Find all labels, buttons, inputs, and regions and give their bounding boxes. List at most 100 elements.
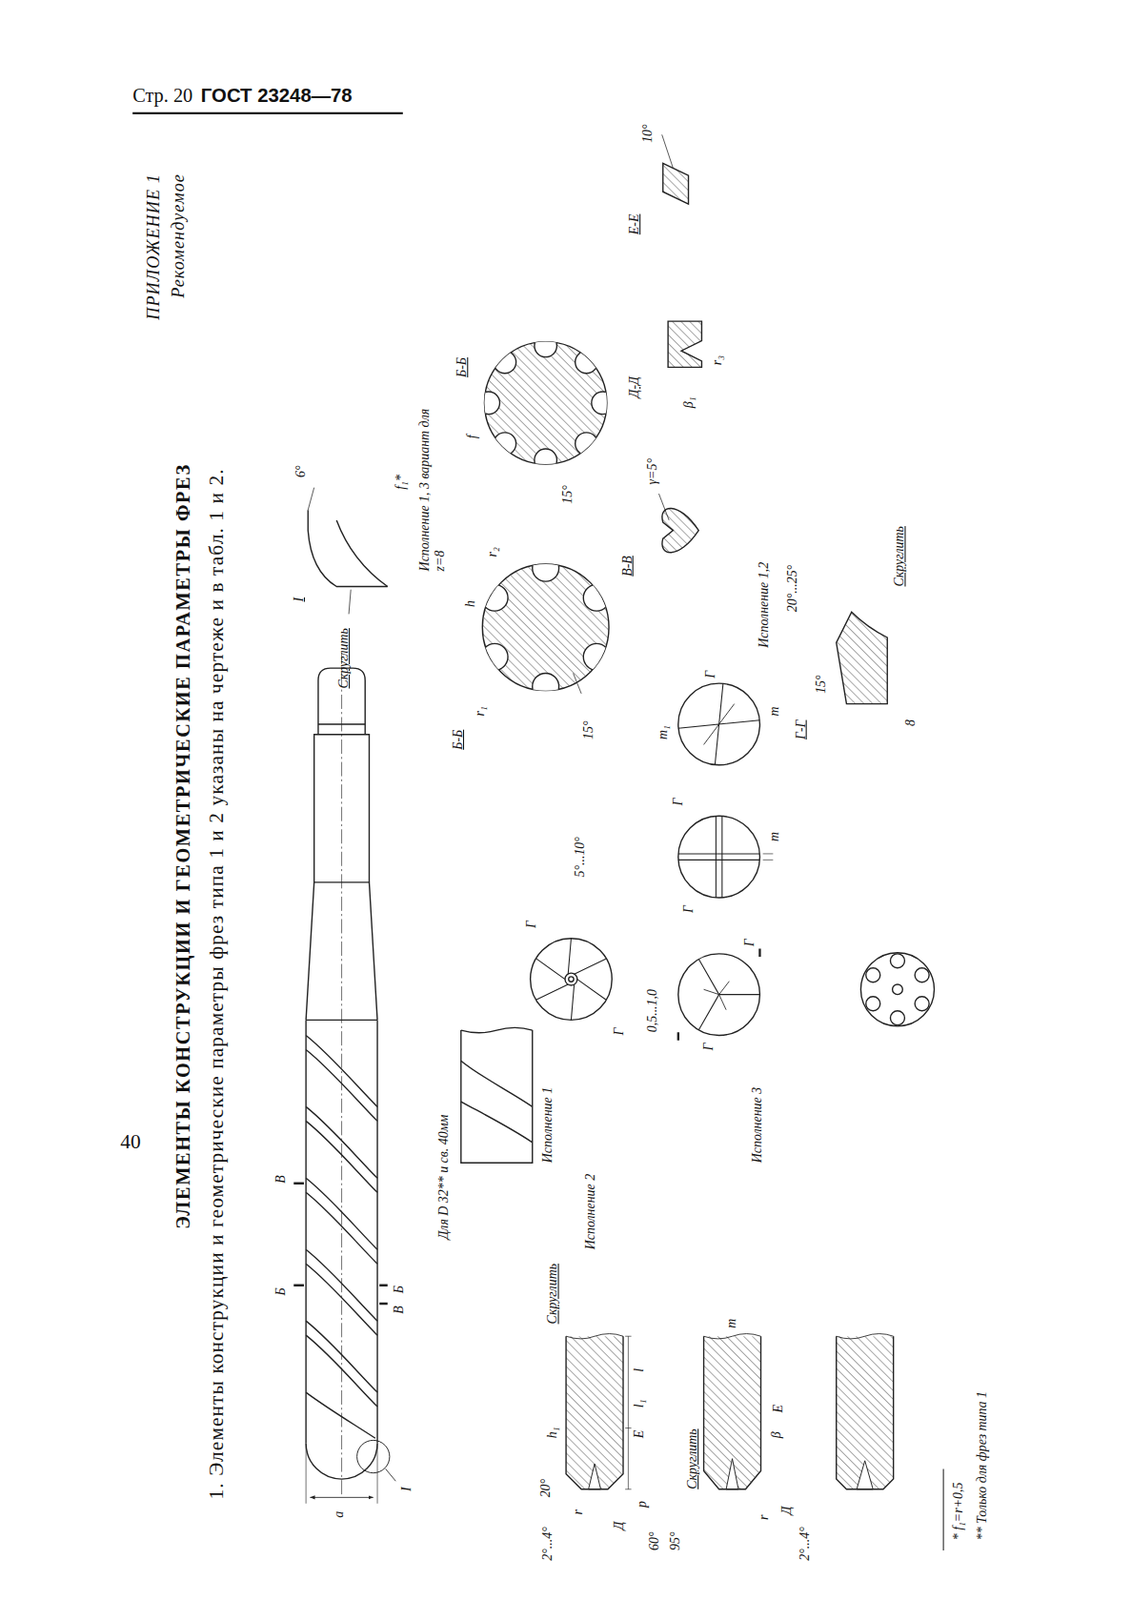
tip-section-2 <box>726 1458 739 1490</box>
paragraph: 1. Элементы конструкции и геометрические… <box>201 132 231 1540</box>
section-v-v <box>658 493 699 553</box>
section-e-e <box>663 162 689 204</box>
dimension-label: l <box>632 1368 647 1373</box>
dimension-label: 20°...25° <box>785 565 800 612</box>
dimension-label: Исполнение 3 <box>749 1087 765 1163</box>
end-view-3 <box>678 815 761 898</box>
appendix-note: ПРИЛОЖЕНИЕ 1 <box>144 173 164 321</box>
dimension-label: Исполнение 1,2 <box>756 562 771 648</box>
dimension-label: l₁ <box>632 1398 647 1408</box>
end-view-4 <box>678 683 761 766</box>
cutter-side-view <box>309 1496 373 1498</box>
end-view-3 <box>763 853 774 860</box>
section-d-d <box>667 321 702 367</box>
page-number: 40 <box>120 1130 141 1153</box>
detail-i <box>348 589 351 615</box>
dimension-label: γ=5° <box>646 458 661 485</box>
dimension-label: p <box>634 1500 649 1508</box>
end-view-4 <box>704 704 735 746</box>
section-b-b-z8 <box>575 432 599 456</box>
dimension-label: β₁ <box>681 396 696 408</box>
section-g-g <box>836 611 889 704</box>
drawing <box>293 134 944 1551</box>
dimension-label: В <box>391 1305 406 1314</box>
dimension-label: 6° <box>293 464 308 478</box>
cutter-side-view <box>293 1183 387 1304</box>
end-view-1 <box>530 938 613 1021</box>
dimension-label: m <box>767 706 782 716</box>
detail-i <box>307 509 387 586</box>
dimension-label: Исполнение 2 <box>583 1173 598 1250</box>
end-view-5 <box>914 968 930 983</box>
dimension-label: 0,5...1,0 <box>646 989 661 1032</box>
tip-section-2 <box>704 1333 762 1339</box>
dimension-label: 15° <box>813 674 829 693</box>
dimension-label: Г <box>704 670 719 679</box>
dimension-label: 5°...10° <box>573 836 588 877</box>
tip-section-3 <box>836 1335 894 1490</box>
appendix-note: Рекомендуемое <box>169 173 189 299</box>
dimension-label: m <box>724 1318 739 1329</box>
section-b-b-z8 <box>534 448 558 472</box>
section-b-b-z8 <box>477 391 501 415</box>
dimension-label: f <box>464 434 480 439</box>
section-b-b <box>481 554 610 700</box>
end-view-5 <box>914 996 930 1011</box>
drawing <box>132 101 1122 1592</box>
dimension-label: 60° <box>647 1532 663 1551</box>
dimension-label: h <box>463 600 478 607</box>
dimension-label: Г <box>524 920 539 929</box>
section-b-b <box>573 672 583 693</box>
end-view-3 <box>678 815 774 898</box>
tip-section-3 <box>836 1335 894 1490</box>
large-diameter-sketch <box>461 1027 533 1032</box>
view-label: В-В <box>620 555 635 577</box>
page-header: Стр. 20 <box>132 84 193 106</box>
section-e-e <box>662 134 674 168</box>
dimension-label: * f₁=r+0,5 <box>951 1482 967 1541</box>
end-view-5 <box>866 996 881 1011</box>
dimension-label: ** Только для фрез типа 1 <box>974 1391 990 1540</box>
section-b-b <box>481 554 610 700</box>
dimension-label: r₁ <box>473 706 488 716</box>
section-b-b-z8 <box>477 334 614 471</box>
tip-section-1 <box>588 1463 602 1490</box>
large-diameter-sketch <box>461 1030 533 1163</box>
cutter-side-view <box>305 1443 378 1479</box>
tip-section-3 <box>836 1333 894 1490</box>
view-label: Скруглить <box>545 1263 561 1324</box>
cutter-side-view <box>305 1019 378 1443</box>
cutter-side-view <box>305 882 378 1021</box>
dimension-label: 8 <box>903 719 918 727</box>
view-label: Б-Б <box>450 729 465 750</box>
cutter-side-view <box>305 1034 378 1121</box>
end-view-5 <box>866 953 930 1026</box>
section-b-b-z8 <box>534 334 558 358</box>
large-diameter-sketch <box>461 1060 533 1143</box>
dimension-label: Г <box>670 798 686 807</box>
dimension-label: r₂ <box>485 546 501 557</box>
end-view-1 <box>536 938 606 1021</box>
section-b-b-z8 <box>493 432 517 456</box>
view-note: Исполнение 1, 3 вариант для z=8 <box>416 397 447 571</box>
section-b-b-z8 <box>493 350 517 374</box>
tip-section-1 <box>565 1333 632 1490</box>
section-b-b <box>532 672 560 700</box>
heading: ЭЛЕМЕНТЫ КОНСТРУКЦИИ И ГЕОМЕТРИЧЕСКИЕ ПА… <box>173 463 195 1230</box>
section-b-b-z8 <box>591 391 615 415</box>
tip-section-2 <box>704 1335 762 1490</box>
end-view-1 <box>565 972 578 986</box>
dimension-label: Г <box>742 938 757 947</box>
cutter-side-view <box>385 1468 397 1481</box>
dimension-label: a <box>331 1511 346 1518</box>
dimension-label: 2°...4° <box>540 1526 555 1560</box>
view-label: Г-Г <box>793 720 808 740</box>
end-view-5 <box>860 952 934 1027</box>
dimension-label: Е <box>770 1404 786 1414</box>
end-view-2 <box>704 981 730 1010</box>
cutter-side-view <box>305 1320 378 1407</box>
dimension-label: β <box>768 1431 784 1438</box>
section-b-b-z8 <box>477 334 614 471</box>
end-view-5 <box>866 968 881 983</box>
tip-section-1 <box>565 1335 624 1490</box>
